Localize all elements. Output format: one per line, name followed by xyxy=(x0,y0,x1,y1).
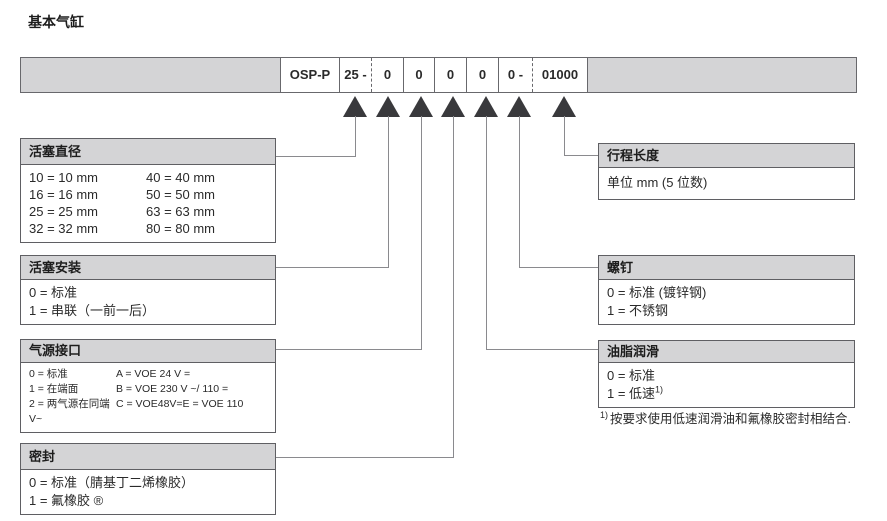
box-piston-mounting: 活塞安装 0 = 标准 1 = 串联（一前一后） xyxy=(20,255,276,325)
order-code-bar: OSP-P 25 - 0 0 0 0 0 - 01000 xyxy=(20,57,857,93)
footnote-marker: 1) xyxy=(600,409,609,420)
box-air-supply-title: 气源接口 xyxy=(21,340,275,363)
arrow-up-icon xyxy=(376,96,400,117)
option-value: 0 = 标准 xyxy=(29,285,78,300)
code-value-stroke: 01000 xyxy=(532,58,587,92)
option-value: 63 = 63 mm xyxy=(146,204,216,219)
box-piston-mounting-title: 活塞安装 xyxy=(21,256,275,280)
box-screws-title: 螺钉 xyxy=(599,256,854,280)
option-value: 1 = 在端面 xyxy=(29,383,79,395)
option-value: 32 = 32 mm xyxy=(29,221,99,236)
box-grease-title: 油脂润滑 xyxy=(599,341,854,363)
option-value: 80 = 80 mm xyxy=(146,221,216,236)
box-grease: 油脂润滑 0 = 标准 1 = 低速1) xyxy=(598,340,855,408)
box-seal: 密封 0 = 标准（腈基丁二烯橡胶） 1 = 氟橡胶 ® xyxy=(20,443,276,515)
connector-line xyxy=(519,267,598,268)
connector-line xyxy=(276,457,454,458)
box-grease-body: 0 = 标准 1 = 低速1) xyxy=(599,363,854,407)
connector-line xyxy=(276,267,389,268)
option-value: 1 = 串联（一前一后） xyxy=(29,302,156,318)
page-title: 基本气缸 xyxy=(28,14,84,30)
arrow-up-icon xyxy=(474,96,498,117)
connector-line xyxy=(486,349,598,350)
connector-line xyxy=(421,116,422,349)
option-value: 1 = 不锈钢 xyxy=(607,302,669,318)
box-stroke-length-title: 行程长度 xyxy=(599,144,854,168)
box-stroke-length: 行程长度 单位 mm (5 位数) xyxy=(598,143,855,200)
option-value: 50 = 50 mm xyxy=(146,187,216,202)
option-value: 0 = 标准 (镀锌钢) xyxy=(607,285,707,300)
connector-line xyxy=(564,155,598,156)
box-seal-title: 密封 xyxy=(21,444,275,470)
box-piston-diameter-title: 活塞直径 xyxy=(21,139,275,165)
arrow-up-icon xyxy=(409,96,433,117)
arrow-up-icon xyxy=(507,96,531,117)
code-cell-screws-stroke: 0 - 01000 xyxy=(498,57,588,93)
connector-line xyxy=(564,116,565,155)
code-value-diameter: 25 - xyxy=(344,67,367,82)
code-value-grease: 0 xyxy=(466,57,499,93)
option-value: 0 = 标准（腈基丁二烯橡胶） xyxy=(29,475,195,490)
box-air-supply: 气源接口 0 = 标准 A = VOE 24 V = 1 = 在端面 B = VOE… xyxy=(20,339,276,433)
code-value-air-supply: 0 xyxy=(403,57,435,93)
box-seal-body: 0 = 标准（腈基丁二烯橡胶） 1 = 氟橡胶 ® xyxy=(21,470,275,514)
option-row: 16 = 16 mm 50 = 50 mm xyxy=(29,186,267,203)
box-piston-diameter-body: 10 = 10 mm 40 = 40 mm 16 = 16 mm 50 = 50 m… xyxy=(21,165,275,242)
connector-line xyxy=(519,116,520,267)
option-value: B = VOE 230 V ~/ 110 = xyxy=(116,383,229,395)
connector-line xyxy=(388,116,389,267)
arrow-up-icon xyxy=(552,96,576,117)
option-row: 0 = 标准 A = VOE 24 V = xyxy=(29,367,267,382)
option-value: 16 = 16 mm xyxy=(29,187,99,202)
footnote-marker: 1) xyxy=(655,384,664,395)
code-cell-diameter-mounting: 25 - 0 xyxy=(339,57,404,93)
option-row: V~ xyxy=(29,412,267,427)
connector-line xyxy=(276,349,422,350)
box-screws: 螺钉 0 = 标准 (镀锌钢) 1 = 不锈钢 xyxy=(598,255,855,325)
footnote-text: 按要求使用低速润滑油和氟橡胶密封相结合. xyxy=(610,412,851,426)
option-row: 32 = 32 mm 80 = 80 mm xyxy=(29,220,267,237)
option-value-text: 1 = 低速 xyxy=(607,385,656,401)
bar-gray-segment-right xyxy=(587,57,857,93)
box-screws-body: 0 = 标准 (镀锌钢) 1 = 不锈钢 xyxy=(599,280,854,324)
connector-line xyxy=(486,116,487,349)
box-piston-diameter: 活塞直径 10 = 10 mm 40 = 40 mm 16 = 16 mm 50 =… xyxy=(20,138,276,243)
option-value: 2 = 两气源在同端 xyxy=(29,398,110,410)
option-row: 10 = 10 mm 40 = 40 mm xyxy=(29,169,267,186)
bar-gray-segment-left xyxy=(20,57,281,93)
option-row: 25 = 25 mm 63 = 63 mm xyxy=(29,203,267,220)
option-value: 10 = 10 mm xyxy=(29,170,99,185)
option-value: 25 = 25 mm xyxy=(29,204,99,219)
box-piston-mounting-body: 0 = 标准 1 = 串联（一前一后） xyxy=(21,280,275,324)
box-stroke-length-body: 单位 mm (5 位数) xyxy=(599,168,854,199)
connector-line xyxy=(355,116,356,156)
option-value: 单位 mm (5 位数) xyxy=(607,175,708,190)
option-value: A = VOE 24 V = xyxy=(116,368,191,380)
connector-line xyxy=(453,116,454,457)
option-value: V~ xyxy=(29,413,43,425)
code-value-mounting: 0 xyxy=(371,58,403,92)
box-air-supply-body: 0 = 标准 A = VOE 24 V = 1 = 在端面 B = VOE 230 … xyxy=(21,363,275,432)
arrow-up-icon xyxy=(343,96,367,117)
code-value-screws: 0 - xyxy=(507,67,524,82)
option-value: 1 = 氟橡胶 ® xyxy=(29,492,104,508)
code-value-seal: 0 xyxy=(434,57,467,93)
option-value: 0 = 标准 xyxy=(607,368,656,383)
option-value: 1 = 低速1) xyxy=(607,385,846,403)
code-cell-series: OSP-P xyxy=(280,57,340,93)
option-value: C = VOE48V=E = VOE 110 xyxy=(116,398,244,410)
arrow-up-icon xyxy=(441,96,465,117)
option-row: 2 = 两气源在同端 C = VOE48V=E = VOE 110 xyxy=(29,397,267,412)
option-value: 0 = 标准 xyxy=(29,368,68,380)
connector-line xyxy=(276,156,356,157)
footnote: 1)按要求使用低速润滑油和氟橡胶密封相结合. xyxy=(600,409,866,428)
option-value: 40 = 40 mm xyxy=(146,170,216,185)
option-row: 1 = 在端面 B = VOE 230 V ~/ 110 = xyxy=(29,382,267,397)
